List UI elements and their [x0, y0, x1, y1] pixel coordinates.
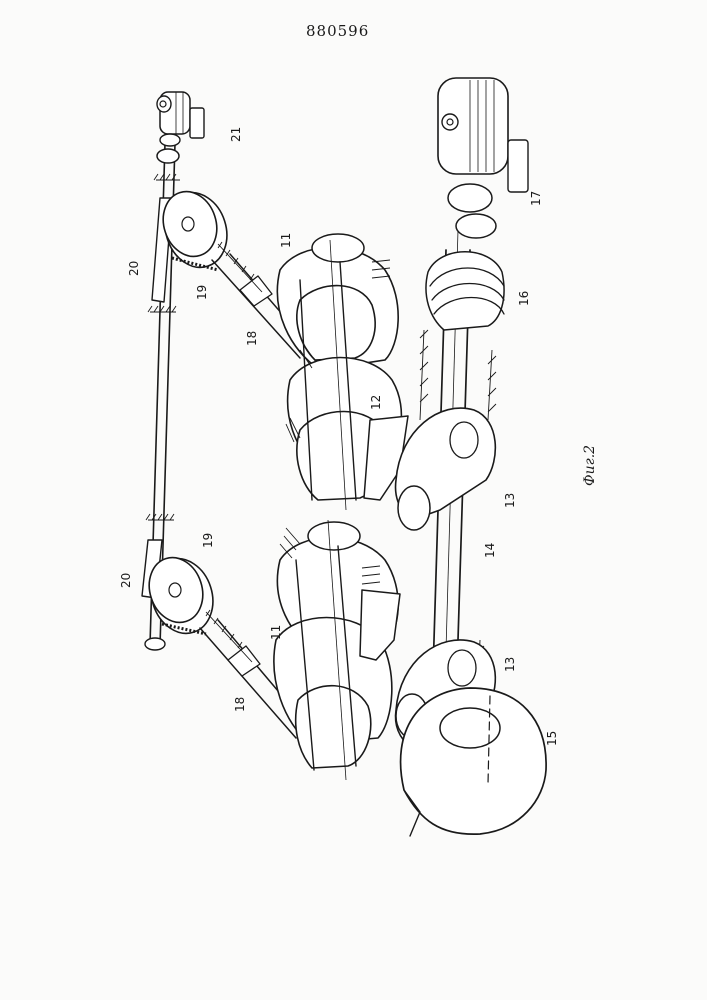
label-20-upper: 20	[127, 261, 141, 276]
label-18-upper: 18	[245, 331, 259, 346]
label-20-lower: 20	[119, 573, 133, 588]
label-18-lower: 18	[233, 697, 247, 712]
cam-unit-11-lower	[274, 520, 400, 780]
label-11-upper: 11	[279, 233, 293, 248]
label-19-upper: 19	[195, 285, 209, 300]
label-13-lower: 13	[503, 657, 517, 672]
label-21: 21	[229, 127, 243, 142]
lever-arm-13-upper	[396, 408, 496, 530]
cam-disc-15	[401, 688, 547, 836]
label-15: 15	[545, 731, 559, 746]
figure-caption: Фиг.2	[582, 445, 598, 486]
label-11-lower: 11	[269, 625, 283, 640]
label-12: 12	[369, 395, 383, 410]
label-17: 17	[529, 191, 543, 206]
cam-unit-11-12-upper	[277, 234, 408, 510]
spring-16	[426, 252, 504, 330]
label-16: 16	[517, 291, 531, 306]
drive-motor-17	[438, 78, 528, 238]
label-14: 14	[483, 543, 497, 558]
label-13-upper: 13	[503, 493, 517, 508]
drive-motor-21	[157, 92, 204, 163]
label-19-lower: 19	[201, 533, 215, 548]
